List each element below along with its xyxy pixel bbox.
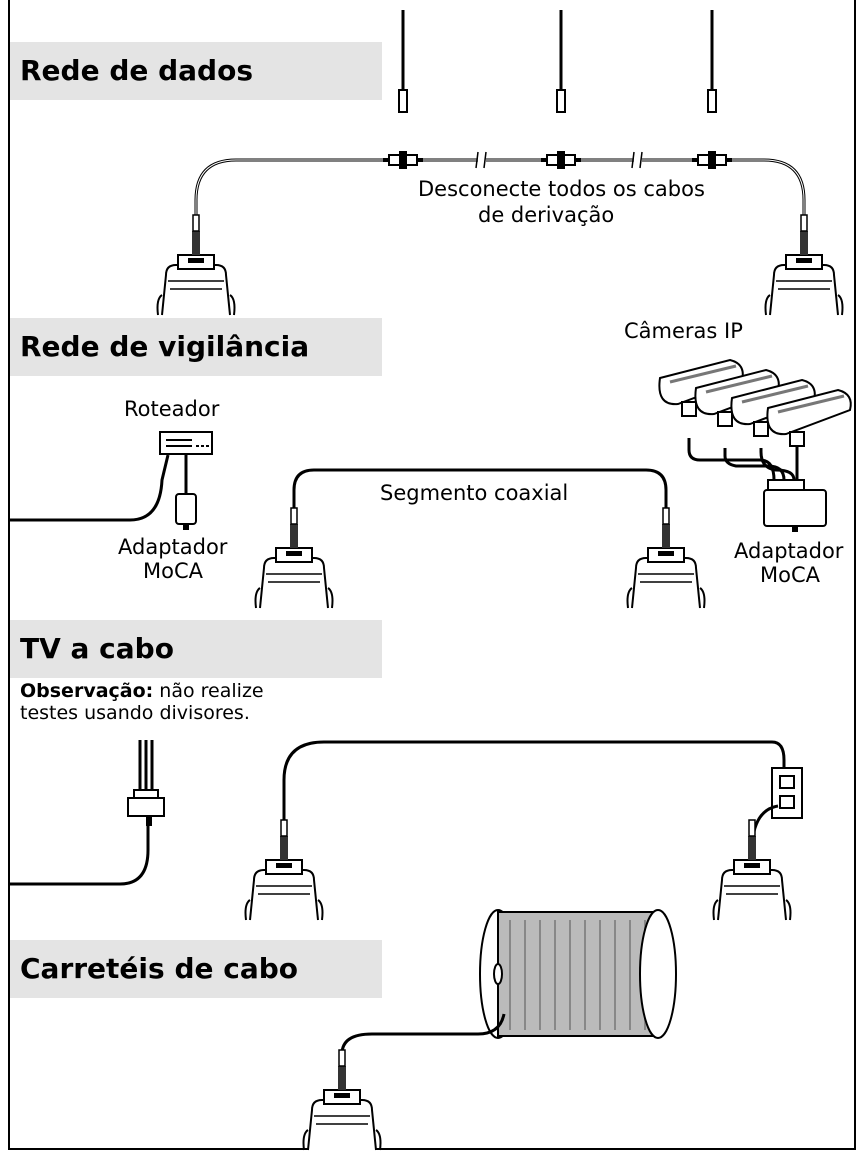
note-line2: testes usando divisores.	[20, 702, 250, 724]
disconnect-label-line1: Desconecte todos os cabos	[418, 177, 705, 201]
moca-adapter-left	[175, 493, 197, 530]
page-frame	[8, 0, 856, 1150]
wall-plate	[771, 767, 803, 819]
section-header-cable-tv: TV a cabo	[10, 620, 382, 678]
moca-adapter-left-label-1: Adaptador	[118, 535, 228, 559]
splitter	[127, 740, 165, 826]
reel-test-cable	[340, 1013, 506, 1076]
ip-cameras	[657, 358, 853, 448]
cable-break-marks	[475, 151, 643, 169]
moca-adapter-right	[763, 479, 827, 532]
data-network-trunk-cable	[194, 158, 806, 240]
data-network-drops	[401, 10, 714, 90]
note-bold-prefix: Observação:	[20, 680, 154, 702]
coax-segment-label: Segmento coaxial	[380, 481, 569, 505]
router	[159, 431, 213, 455]
drop-connectors	[398, 89, 717, 113]
tester-right-data	[764, 214, 844, 316]
section-header-data-network: Rede de dados	[10, 42, 382, 100]
section-header-surveillance: Rede de vigilância	[10, 318, 382, 376]
cable-tv-note: Observação: não realize testes usando di…	[20, 680, 264, 724]
ip-cameras-label: Câmeras IP	[624, 319, 743, 343]
moca-adapter-left-label-2: MoCA	[143, 559, 203, 583]
disconnect-label-line2: de derivação	[478, 203, 615, 227]
coax-segment-cable	[292, 468, 668, 520]
splitter-cable	[10, 826, 150, 886]
cable-tv-test-cable	[282, 740, 786, 846]
moca-adapter-right-label-2: MoCA	[760, 563, 820, 587]
section-header-cable-reels: Carretéis de cabo	[10, 940, 382, 998]
router-uplink-cable	[10, 454, 170, 522]
tester-left-data	[156, 214, 236, 316]
note-line1: não realize	[153, 680, 264, 702]
cable-reel	[479, 909, 677, 1039]
router-label: Roteador	[124, 397, 220, 421]
camera-cables	[687, 438, 799, 481]
moca-adapter-right-label-1: Adaptador	[734, 539, 844, 563]
